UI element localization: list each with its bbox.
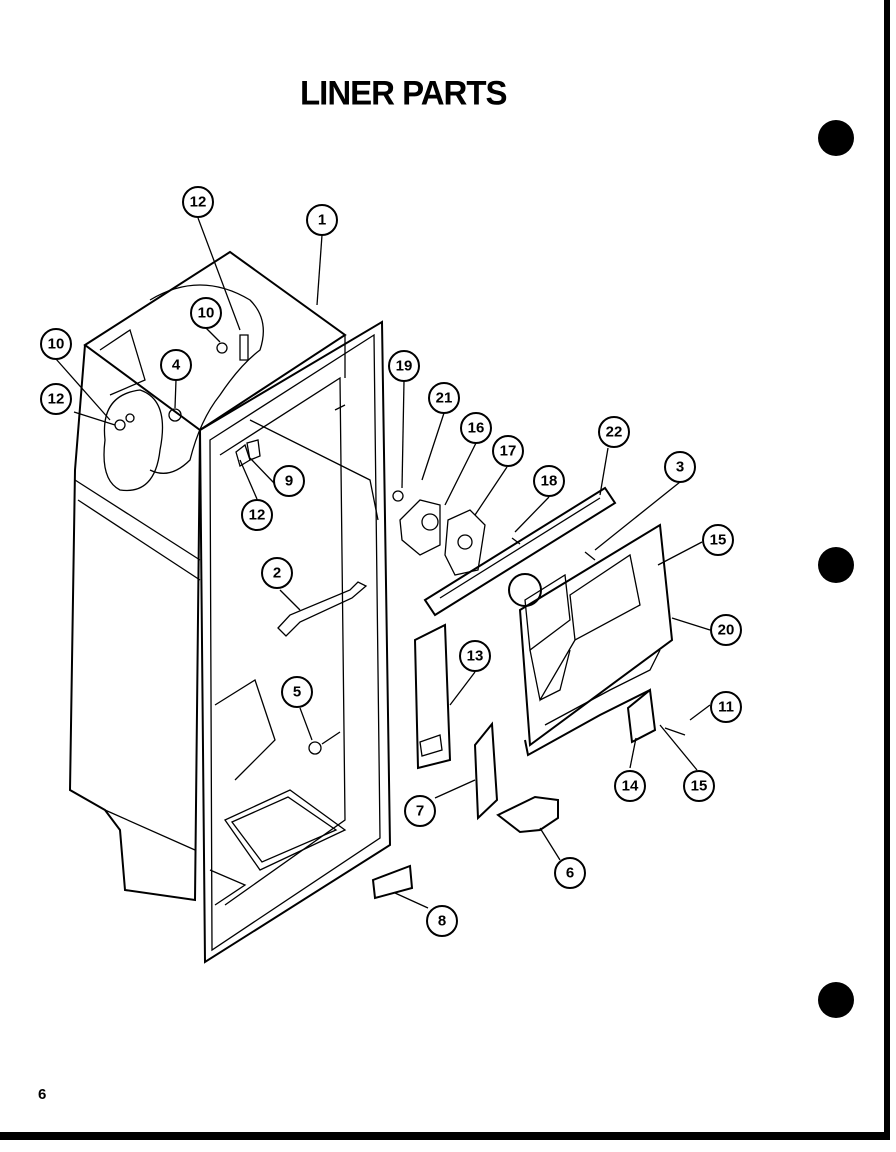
callout-10a: 10 bbox=[190, 297, 222, 329]
page-number: 6 bbox=[38, 1086, 47, 1103]
callout-8: 8 bbox=[426, 905, 458, 937]
callout-3: 3 bbox=[664, 451, 696, 483]
fan-assembly bbox=[392, 486, 617, 617]
cabinet-liner bbox=[68, 250, 392, 964]
svg-text:5: 5 bbox=[293, 684, 301, 701]
svg-text:16: 16 bbox=[468, 420, 485, 437]
callout-6: 6 bbox=[554, 857, 586, 889]
svg-text:6: 6 bbox=[566, 865, 574, 882]
svg-text:15: 15 bbox=[710, 532, 727, 549]
small-parts bbox=[114, 334, 368, 755]
svg-text:12: 12 bbox=[190, 194, 207, 211]
callout-9: 9 bbox=[273, 465, 305, 497]
svg-text:17: 17 bbox=[500, 443, 517, 460]
svg-text:1: 1 bbox=[318, 212, 326, 229]
svg-text:22: 22 bbox=[606, 424, 623, 441]
svg-text:20: 20 bbox=[718, 622, 735, 639]
callout-22: 22 bbox=[598, 416, 630, 448]
callout-12b: 12 bbox=[40, 383, 72, 415]
svg-text:15: 15 bbox=[691, 778, 708, 795]
callout-18: 18 bbox=[533, 465, 565, 497]
callout-11: 11 bbox=[710, 691, 742, 723]
callout-19: 19 bbox=[388, 350, 420, 382]
binder-hole-bottom bbox=[818, 982, 854, 1018]
callout-13: 13 bbox=[459, 640, 491, 672]
svg-text:4: 4 bbox=[172, 357, 181, 374]
svg-text:13: 13 bbox=[467, 648, 484, 665]
callout-15b: 15 bbox=[683, 770, 715, 802]
binder-hole-middle bbox=[818, 547, 854, 583]
callout-20: 20 bbox=[710, 614, 742, 646]
svg-text:8: 8 bbox=[438, 913, 446, 930]
svg-text:10: 10 bbox=[48, 336, 65, 353]
svg-text:3: 3 bbox=[676, 459, 684, 476]
callout-5: 5 bbox=[281, 676, 313, 708]
callout-7: 7 bbox=[404, 795, 436, 827]
callout-1: 1 bbox=[306, 204, 338, 236]
callout-16: 16 bbox=[460, 412, 492, 444]
svg-text:18: 18 bbox=[541, 473, 558, 490]
callout-12a: 12 bbox=[182, 186, 214, 218]
evaporator-cover bbox=[518, 523, 674, 757]
svg-text:21: 21 bbox=[436, 390, 453, 407]
loose-panels bbox=[371, 623, 686, 900]
callout-10b: 10 bbox=[40, 328, 72, 360]
callout-14: 14 bbox=[614, 770, 646, 802]
svg-text:7: 7 bbox=[416, 803, 424, 820]
svg-text:14: 14 bbox=[622, 778, 639, 795]
svg-text:10: 10 bbox=[198, 305, 215, 322]
callout-2: 2 bbox=[261, 557, 293, 589]
callout-4: 4 bbox=[160, 349, 192, 381]
callout-15a: 15 bbox=[702, 524, 734, 556]
leader-lines bbox=[55, 217, 711, 909]
callout-17: 17 bbox=[492, 435, 524, 467]
svg-text:12: 12 bbox=[48, 391, 65, 408]
binder-hole-top bbox=[818, 120, 854, 156]
svg-text:19: 19 bbox=[396, 358, 413, 375]
svg-text:11: 11 bbox=[718, 699, 734, 716]
svg-text:2: 2 bbox=[273, 565, 281, 582]
svg-text:12: 12 bbox=[249, 507, 266, 524]
callout-12c: 12 bbox=[241, 499, 273, 531]
svg-text:9: 9 bbox=[285, 473, 293, 490]
page-title: LINER PARTS bbox=[300, 73, 508, 112]
callout-21: 21 bbox=[428, 382, 460, 414]
